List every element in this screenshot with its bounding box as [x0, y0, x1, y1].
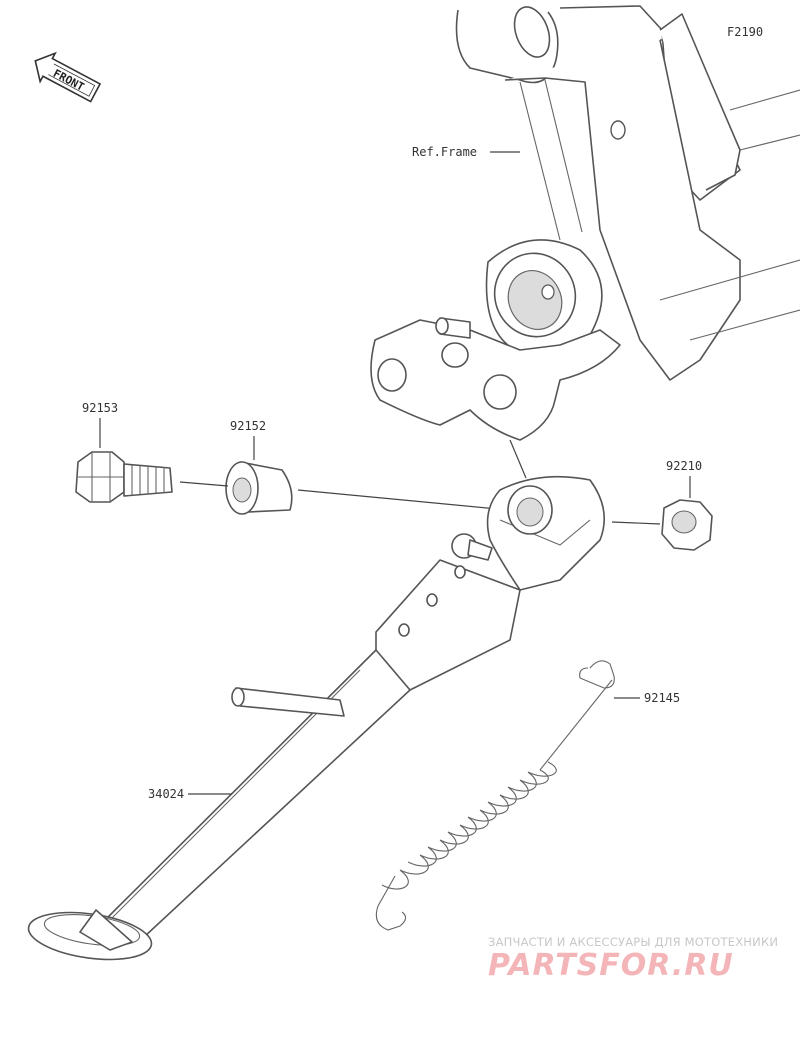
- label-92153: 92153: [82, 401, 118, 415]
- spring-92145: [375, 660, 615, 931]
- label-92145: 92145: [644, 691, 680, 705]
- frame-assembly: [370, 5, 800, 441]
- label-34024: 34024: [148, 787, 184, 801]
- ref-frame-label: Ref.Frame: [412, 145, 477, 159]
- watermark-logo: PARTSFOR.RU: [488, 948, 734, 983]
- bolt-92153: [75, 451, 173, 503]
- nut-92210: [661, 499, 713, 551]
- label-92210: 92210: [666, 459, 702, 473]
- collar-92152: [225, 461, 293, 515]
- front-arrow-icon: FRONT: [34, 51, 102, 103]
- diagram-code: F2190: [727, 25, 763, 39]
- label-92152: 92152: [230, 419, 266, 433]
- side-stand-34024: [27, 475, 606, 961]
- watermark-tagline: ЗАПЧАСТИ И АКСЕССУАРЫ ДЛЯ МОТОТЕХНИКИ: [488, 935, 779, 949]
